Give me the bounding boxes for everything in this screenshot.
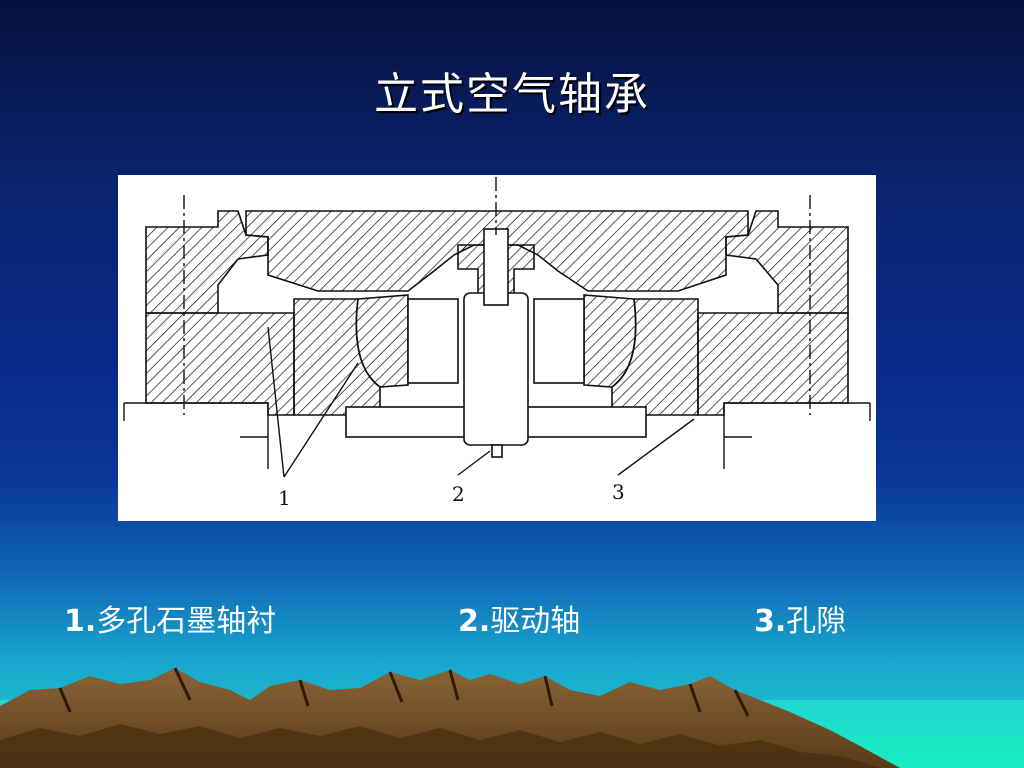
caption-drive-shaft: 2.驱动轴: [458, 596, 580, 640]
diagram-label-1: 1: [278, 486, 291, 510]
right-collar: [533, 298, 585, 384]
left-inner-block: [355, 294, 409, 388]
caption-text: 驱动轴: [490, 604, 581, 639]
spindle-stem: [483, 228, 509, 306]
left-collar: [407, 298, 459, 384]
diagram-label-3: 3: [612, 480, 625, 504]
shaft-tip: [491, 444, 503, 458]
right-inner-block: [583, 294, 637, 388]
caption-number: 1.: [64, 604, 97, 639]
diagram-label-2: 2: [452, 482, 465, 506]
slide-title: 立式空气轴承: [374, 69, 650, 120]
leader-2: [457, 450, 491, 476]
bearing-diagram-panel: 1 2 3: [118, 175, 876, 521]
base-line-right: [723, 402, 871, 421]
caption-pores: 3.孔隙: [754, 596, 846, 640]
caption-text: 孔隙: [786, 604, 847, 639]
base-line-left: [123, 402, 269, 421]
left-stand: [240, 415, 269, 469]
leader-3: [617, 418, 695, 476]
bearing-diagram: 1 2 3: [123, 177, 871, 510]
caption-number: 2.: [458, 604, 491, 639]
drive-shaft: [463, 292, 529, 446]
mountain-ridges: [58, 667, 750, 717]
right-housing-lower: [697, 312, 849, 416]
caption-text: 多孔石墨轴衬: [96, 604, 277, 639]
leader-1: [267, 326, 359, 478]
caption-number: 3.: [754, 604, 787, 639]
right-stand: [723, 415, 752, 469]
caption-porous-graphite-bushing: 1.多孔石墨轴衬: [64, 596, 276, 640]
mountain-shadow: [0, 724, 880, 768]
